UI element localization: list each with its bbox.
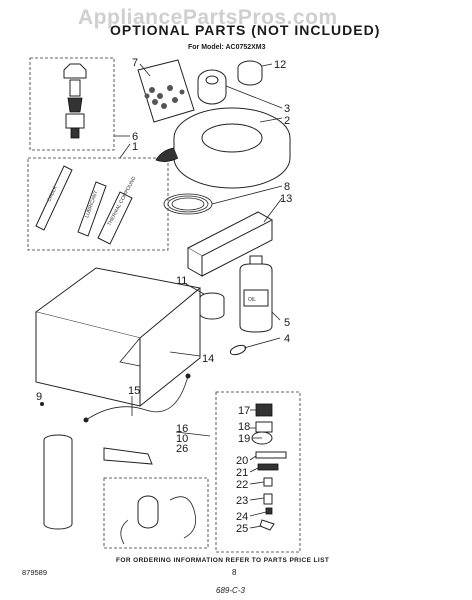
revision-code: 689-C-3	[216, 586, 245, 595]
oil-bottle-5: OIL	[239, 255, 273, 333]
box-top-left	[29, 57, 115, 151]
ordering-instruction: FOR ORDERING INFORMATION REFER TO PARTS …	[116, 557, 330, 564]
part-24	[265, 507, 273, 515]
part-18	[255, 421, 273, 433]
callout-14: 14	[202, 353, 214, 365]
tape-roll-12	[237, 60, 263, 86]
capacitor-assembly-26	[120, 495, 197, 545]
relay-part-17	[255, 403, 273, 417]
callout-18: 18	[238, 421, 250, 433]
tubes-and-stick: CAULK LUBRICANT THERMAL COMPOUND	[35, 165, 138, 245]
callout-24: 24	[236, 511, 248, 523]
callout-19: 19	[238, 433, 250, 445]
model-line: For Model: AC0752XM3	[188, 44, 266, 51]
callout-20: 20	[236, 455, 248, 467]
part-22	[263, 477, 273, 487]
valve-core-part	[63, 63, 87, 139]
callout-13: 13	[280, 193, 292, 205]
callout-2: 2	[284, 115, 290, 127]
callout-21: 21	[236, 467, 248, 479]
callout-8: 8	[284, 181, 290, 193]
callout-23: 23	[236, 495, 248, 507]
watermark: AppliancePartsPros.com	[78, 6, 338, 29]
callout-17: 17	[238, 405, 250, 417]
part-21	[257, 463, 279, 471]
part-23	[263, 493, 273, 505]
tube-16	[103, 447, 153, 465]
parts-bag	[137, 59, 195, 123]
callout-7: 7	[132, 57, 138, 69]
box-bottom	[103, 477, 209, 549]
foam-block-13	[186, 211, 274, 277]
callout-26: 26	[176, 443, 188, 455]
callout-3: 3	[284, 103, 290, 115]
callout-5: 5	[284, 317, 290, 329]
callout-1: 1	[132, 141, 138, 153]
callout-4: 4	[284, 333, 290, 345]
callout-16: 16	[176, 423, 188, 435]
bottle-label: OIL	[248, 297, 256, 303]
plug-part-4	[229, 344, 247, 356]
page-number: 8	[232, 568, 237, 577]
callout-10: 10	[176, 433, 188, 445]
unit-cover-14	[34, 267, 202, 407]
aerosol-can-9	[40, 402, 73, 530]
callout-11: 11	[176, 275, 187, 287]
box-right-parts	[215, 391, 301, 553]
wire-harness-15	[83, 373, 191, 423]
sealant-can-11	[199, 292, 225, 320]
foam-roll-small	[197, 69, 227, 105]
callout-25: 25	[236, 523, 248, 535]
coil-part-8	[163, 193, 213, 215]
callout-9: 9	[36, 391, 42, 403]
callout-6: 6	[132, 131, 138, 143]
page-title: OPTIONAL PARTS (NOT INCLUDED)	[110, 22, 381, 38]
insulation-roll-2	[155, 107, 291, 189]
callout-15: 15	[128, 385, 140, 397]
document-number: 879589	[22, 568, 48, 577]
part-25	[259, 519, 275, 531]
callout-22: 22	[236, 479, 248, 491]
callout-12: 12	[274, 59, 286, 71]
part-20	[255, 451, 287, 459]
